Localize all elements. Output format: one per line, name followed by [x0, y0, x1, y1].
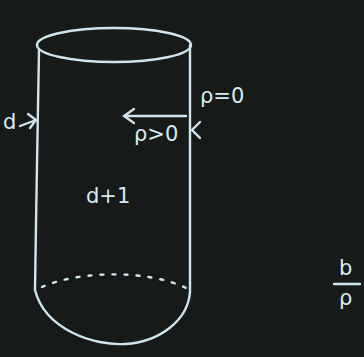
bottom-front — [35, 290, 190, 344]
bulk-coordinate: ρ>0 — [134, 124, 178, 145]
top-boundary — [37, 28, 191, 62]
bulk-dimension-label: d+1 — [86, 186, 130, 207]
bottom-back-dashed — [42, 274, 186, 288]
dimension-label: d — [3, 112, 16, 133]
rho-arrow — [124, 109, 186, 123]
left-wall — [35, 50, 39, 290]
wall-pointer — [192, 122, 200, 138]
right-wall — [189, 45, 191, 292]
fraction-denominator: ρ — [339, 288, 352, 309]
fraction-numerator: b — [339, 258, 352, 279]
fraction-bar — [334, 283, 360, 285]
boundary-coordinate: ρ=0 — [200, 86, 244, 107]
d-pointer — [20, 114, 36, 128]
